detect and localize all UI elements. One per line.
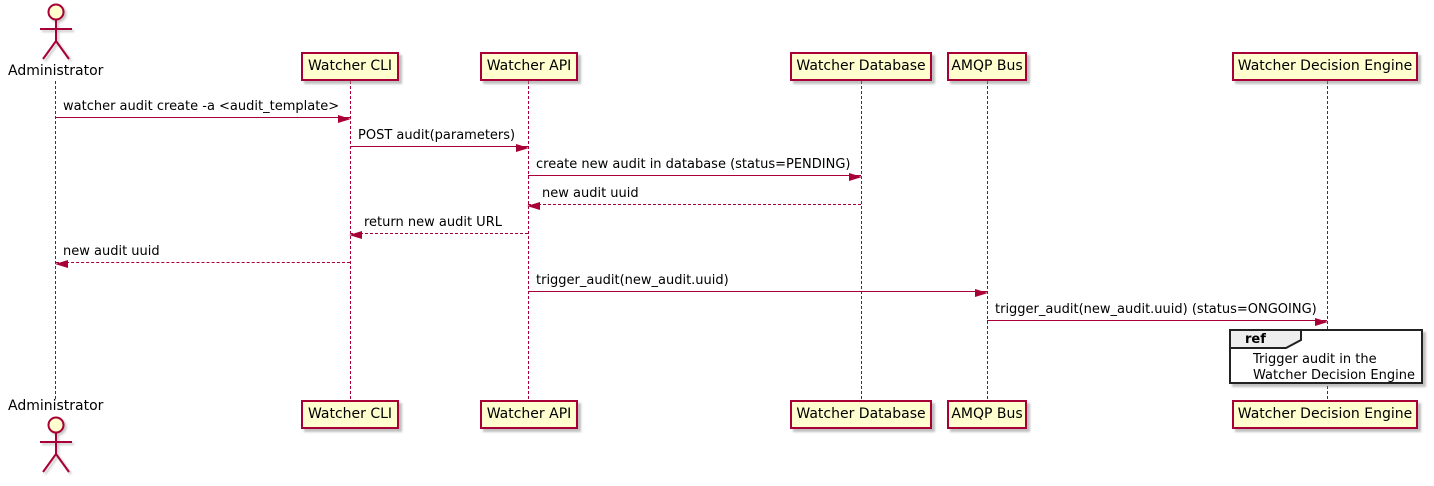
message-label: POST audit(parameters) [358,128,516,143]
ref-text-line2: Watcher Decision Engine [1253,368,1415,383]
message-new-audit-uuid-to-admin: new audit uuid [55,242,350,268]
lifeline-watcher-database [861,81,862,399]
participant-box-watcher-database-bottom: Watcher Database [790,400,932,429]
arrowhead-icon [527,202,540,210]
message-label: watcher audit create -a <audit_template> [63,99,340,114]
actor-icon [38,3,74,65]
ref-fragment: ref Trigger audit in the Watcher Decisio… [1229,329,1423,384]
participant-box-watcher-cli-top: Watcher CLI [301,52,399,81]
participant-box-watcher-api-top: Watcher API [480,52,578,81]
actor-label-administrator-top: Administrator [8,63,104,79]
participant-box-watcher-cli-bottom: Watcher CLI [301,400,399,429]
message-return-new-audit-url: return new audit URL [349,213,528,239]
arrowhead-icon [516,144,529,152]
message-create-new-audit: create new audit in database (status=PEN… [528,155,862,181]
ref-keyword: ref [1245,332,1266,347]
lifeline-watcher-cli [350,81,351,399]
arrowhead-icon [849,173,862,181]
message-label: trigger_audit(new_audit.uuid) [536,273,729,288]
message-trigger-audit-ongoing: trigger_audit(new_audit.uuid) (status=ON… [987,300,1328,326]
participant-box-watcher-decision-engine-bottom: Watcher Decision Engine [1232,400,1418,429]
message-label: create new audit in database (status=PEN… [536,157,851,172]
message-line [528,291,987,292]
ref-header-pentagon-icon [1229,329,1302,349]
participant-box-watcher-database-top: Watcher Database [790,52,932,81]
message-line [528,175,861,176]
actor-icon-bottom [38,416,74,478]
message-line [56,117,350,118]
message-line [350,146,528,147]
lifeline-watcher-api [528,81,529,399]
message-post-audit: POST audit(parameters) [350,126,529,152]
participant-box-amqp-bus-bottom: AMQP Bus [947,400,1027,429]
message-watcher-audit-create: watcher audit create -a <audit_template> [56,97,351,123]
message-line [528,204,861,205]
arrowhead-icon [55,260,68,268]
arrowhead-icon [1315,318,1328,326]
participant-box-amqp-bus-top: AMQP Bus [947,52,1027,81]
message-label: new audit uuid [542,186,639,201]
message-trigger-audit: trigger_audit(new_audit.uuid) [528,271,988,297]
message-line [987,320,1327,321]
lifeline-watcher-decision-engine [1327,81,1328,399]
message-label: trigger_audit(new_audit.uuid) (status=ON… [995,302,1317,317]
message-label: return new audit URL [364,215,502,230]
message-line [56,262,350,263]
message-label: new audit uuid [63,244,160,259]
lifeline-administrator [55,81,56,399]
actor-label-administrator-bottom: Administrator [8,398,104,414]
arrowhead-icon [338,115,351,123]
arrowhead-icon [349,231,362,239]
lifeline-amqp-bus [987,81,988,399]
message-line [350,233,528,234]
ref-text-line1: Trigger audit in the [1253,352,1377,367]
message-new-audit-uuid-return: new audit uuid [527,184,861,210]
participant-box-watcher-decision-engine-top: Watcher Decision Engine [1232,52,1418,81]
participant-box-watcher-api-bottom: Watcher API [480,400,578,429]
arrowhead-icon [975,289,988,297]
